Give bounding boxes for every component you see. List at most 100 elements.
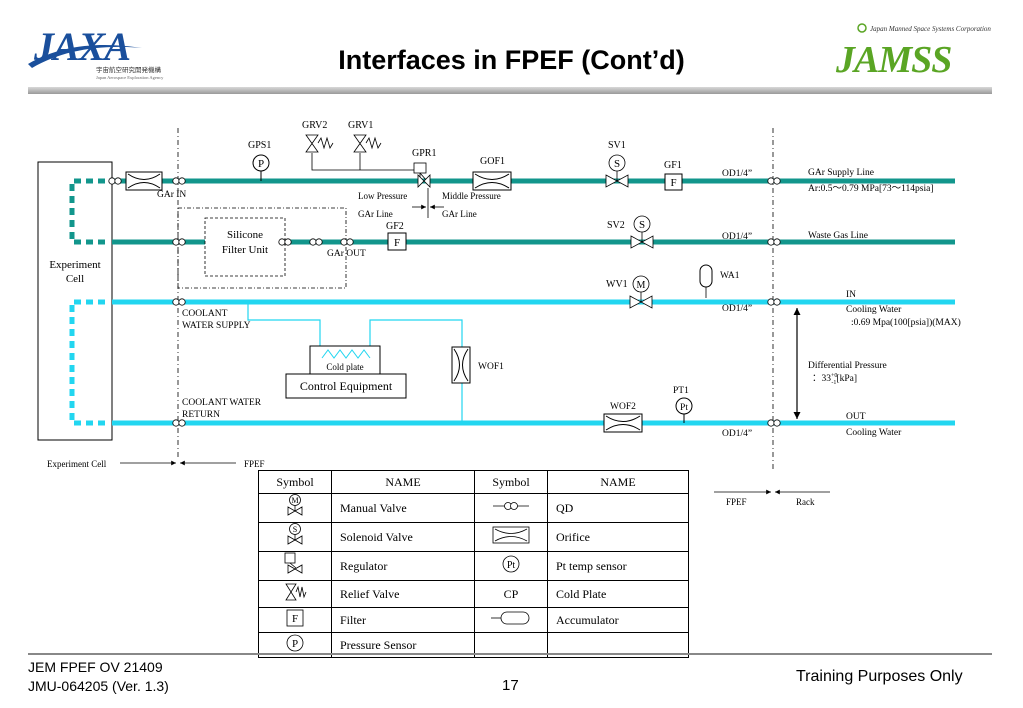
fpef-rack-marker: FPEF Rack xyxy=(714,489,830,507)
wof2-label: WOF2 xyxy=(610,402,636,412)
qd-gar-in xyxy=(172,177,186,185)
interface-diagram: Experiment Cell Silicone Filter Unit xyxy=(37,120,961,470)
qd-gar-out xyxy=(340,238,354,246)
gar-in-label: GAr IN xyxy=(157,190,186,200)
experiment-cell-boundary-label: Experiment Cell xyxy=(47,459,107,469)
qd-coolant-return xyxy=(172,419,186,427)
experiment-cell-label-1: Experiment xyxy=(49,259,100,271)
gar-supply-line-label: GAr Supply Line xyxy=(808,168,874,178)
pt1-label: PT1 xyxy=(673,386,689,396)
wv1-symbol: M xyxy=(637,280,646,291)
gps1-symbol: P xyxy=(258,158,264,170)
footer-doc-id: JEM FPEF OV 21409 xyxy=(28,659,163,675)
out-label: OUT xyxy=(846,412,866,422)
qd-coolant-in-rack xyxy=(767,298,781,306)
silicone-filter-label-2: Filter Unit xyxy=(222,244,268,256)
control-equipment-box xyxy=(285,373,407,399)
svg-text:JAMSS: JAMSS xyxy=(835,39,951,78)
gps1-pressure-icon xyxy=(252,154,270,172)
manual-valve-icon: M xyxy=(258,493,332,523)
coolant-return-label-2: RETURN xyxy=(182,410,220,420)
cold-plate-box xyxy=(309,345,381,375)
wa1-accumulator-icon xyxy=(699,264,713,288)
wv1-label: WV1 xyxy=(606,279,628,290)
header-rule xyxy=(28,87,992,94)
legend-header-name-1: NAME xyxy=(331,470,475,494)
fpef-boundary-label: FPEF xyxy=(244,459,265,469)
in-spec-label: :0.69 Mpa(100[psia])(MAX) xyxy=(851,317,961,328)
cold-plate-out-branch xyxy=(369,319,463,423)
svg-text:P: P xyxy=(292,638,298,650)
coolant-supply-label-1: COOLANT xyxy=(182,309,228,319)
filter-unit-outline xyxy=(177,207,347,289)
legend-name: Accumulator xyxy=(547,607,689,633)
cold-plate-label: Cold plate xyxy=(326,362,363,372)
footer-rule xyxy=(28,653,992,655)
od1-label: OD1/4” xyxy=(722,169,752,179)
solenoid-valve-icon: S xyxy=(258,522,332,552)
legend-header-name-2: NAME xyxy=(547,470,689,494)
sv1-symbol: S xyxy=(614,158,620,170)
grv1-relief-valve-icon xyxy=(353,134,382,153)
legend-row: F Filter Accumulator xyxy=(258,607,689,633)
wof1-label: WOF1 xyxy=(478,362,504,372)
gar-line-label-low: GAr Line xyxy=(358,209,393,219)
filter-icon: F xyxy=(258,607,332,633)
svg-text:JAXA: JAXA xyxy=(33,24,130,69)
grv1-label: GRV1 xyxy=(348,120,373,131)
svg-text:Pt: Pt xyxy=(507,560,516,571)
jaxa-logo: JAXA 宇宙航空研究開発機構 Japan Aerospace Explorat… xyxy=(28,24,164,80)
qd-gas-cell xyxy=(108,177,122,185)
gas-loop-dashed xyxy=(69,178,110,245)
legend-name: Regulator xyxy=(331,551,475,581)
legend-name: QD xyxy=(547,493,689,523)
gf2-symbol: F xyxy=(394,237,400,249)
gps1-label: GPS1 xyxy=(248,140,271,151)
qd-icon xyxy=(474,493,548,523)
legend-row: Regulator Pt Pt temp sensor xyxy=(258,551,689,581)
diff-pressure-label: Differential Pressure xyxy=(808,360,887,371)
gf1-symbol: F xyxy=(670,177,676,189)
footer-doc-version: JMU-064205 (Ver. 1.3) xyxy=(28,678,169,694)
waste-gas-line-label: Waste Gas Line xyxy=(808,231,868,241)
page-title: Interfaces in FPEF (Cont’d) xyxy=(338,45,685,75)
wof1-orifice-icon xyxy=(451,346,471,384)
wa1-label: WA1 xyxy=(720,271,740,281)
cold-plate-in-branch xyxy=(247,302,321,346)
gar-line-label-middle: GAr Line xyxy=(442,209,477,219)
pt1-symbol: Pt xyxy=(680,403,688,413)
silicone-filter-label-1: Silicone xyxy=(227,229,263,241)
control-equipment-label: Control Equipment xyxy=(300,379,393,393)
gpr1-label: GPR1 xyxy=(412,148,436,159)
orifice-cell-icon xyxy=(125,171,163,191)
cold-plate-symbol: CP xyxy=(474,580,548,608)
legend-name: Pt temp sensor xyxy=(547,551,689,581)
experiment-cell-label-2: Cell xyxy=(66,273,84,285)
gof1-label: GOF1 xyxy=(480,156,505,167)
svg-text:Japan Aerospace Exploration Ag: Japan Aerospace Exploration Agency xyxy=(96,75,164,80)
sv2-symbol: S xyxy=(639,219,645,231)
jamss-logo: Japan Manned Space Systems Corporation J… xyxy=(835,23,991,78)
footer-training-note: Training Purposes Only xyxy=(796,668,963,685)
legend-name: Cold Plate xyxy=(547,580,689,608)
gar-supply-spec: Ar:0.5～0.79 MPa[73～114psia] xyxy=(808,184,934,194)
in-label: IN xyxy=(846,290,856,300)
orifice-icon xyxy=(474,522,548,552)
sv2-label: SV2 xyxy=(607,220,625,231)
fpef-rack-left-label: FPEF xyxy=(726,497,747,507)
accumulator-icon xyxy=(474,607,548,633)
relief-valve-icon xyxy=(258,580,332,608)
pt1-temp-sensor-icon xyxy=(675,397,693,415)
legend-name: Filter xyxy=(331,607,475,633)
gf2-filter-icon xyxy=(387,232,407,251)
legend-name: Relief Valve xyxy=(331,580,475,608)
silicone-filter-box xyxy=(204,217,286,277)
qd-waste-1 xyxy=(172,238,186,246)
qd-waste-2 xyxy=(278,238,292,246)
page-number: 17 xyxy=(502,677,519,694)
legend-header-row: Symbol NAME Symbol NAME xyxy=(258,470,689,494)
gar-out-label: GAr OUT xyxy=(327,249,366,259)
regulator-icon xyxy=(258,551,332,581)
legend-row: S Solenoid Valve Orifice xyxy=(258,522,689,552)
